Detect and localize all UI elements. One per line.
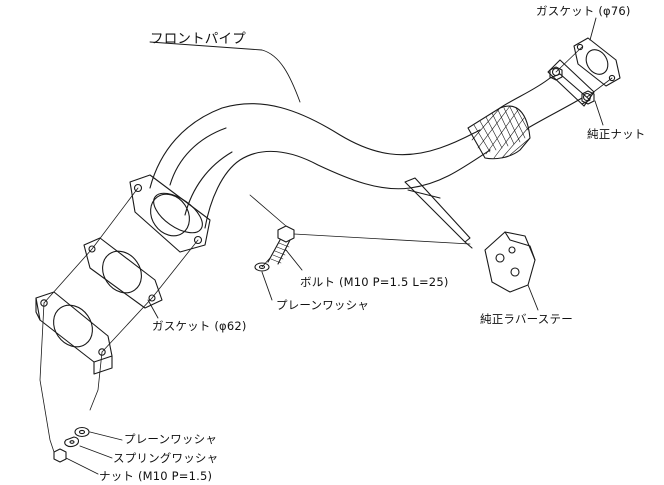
- label-bolt: ボルト (M10 P=1.5 L=25): [300, 275, 449, 289]
- stock-nut-illustration: [549, 66, 595, 105]
- label-nut: ナット (M10 P=1.5): [99, 469, 213, 483]
- bottom-hardware-illustration: [53, 426, 90, 463]
- label-spring-washer: スプリングワッシャ: [113, 451, 219, 465]
- gasket-62-illustration: [83, 237, 163, 309]
- label-gasket-76: ガスケット (φ76): [536, 4, 631, 18]
- label-stock-nut: 純正ナット: [587, 127, 646, 141]
- gasket-76-illustration: [573, 37, 621, 87]
- label-plain-washer-top: プレーンワッシャ: [276, 298, 370, 312]
- label-gasket-62: ガスケット (φ62): [152, 319, 247, 333]
- label-plain-washer-bottom: プレーンワッシャ: [124, 432, 218, 446]
- bolt-illustration: [267, 225, 295, 265]
- plain-washer-top-illustration: [254, 262, 270, 272]
- label-front-pipe: フロントパイプ: [150, 31, 246, 47]
- label-rubber-stay: 純正ラバーステー: [480, 312, 573, 326]
- inlet-flange-illustration: [129, 174, 211, 253]
- rubber-stay-illustration: [484, 231, 536, 293]
- front-pipe-illustration: [149, 59, 595, 249]
- assembly-guide-lines: [39, 46, 613, 453]
- leader-lines: [65, 17, 604, 475]
